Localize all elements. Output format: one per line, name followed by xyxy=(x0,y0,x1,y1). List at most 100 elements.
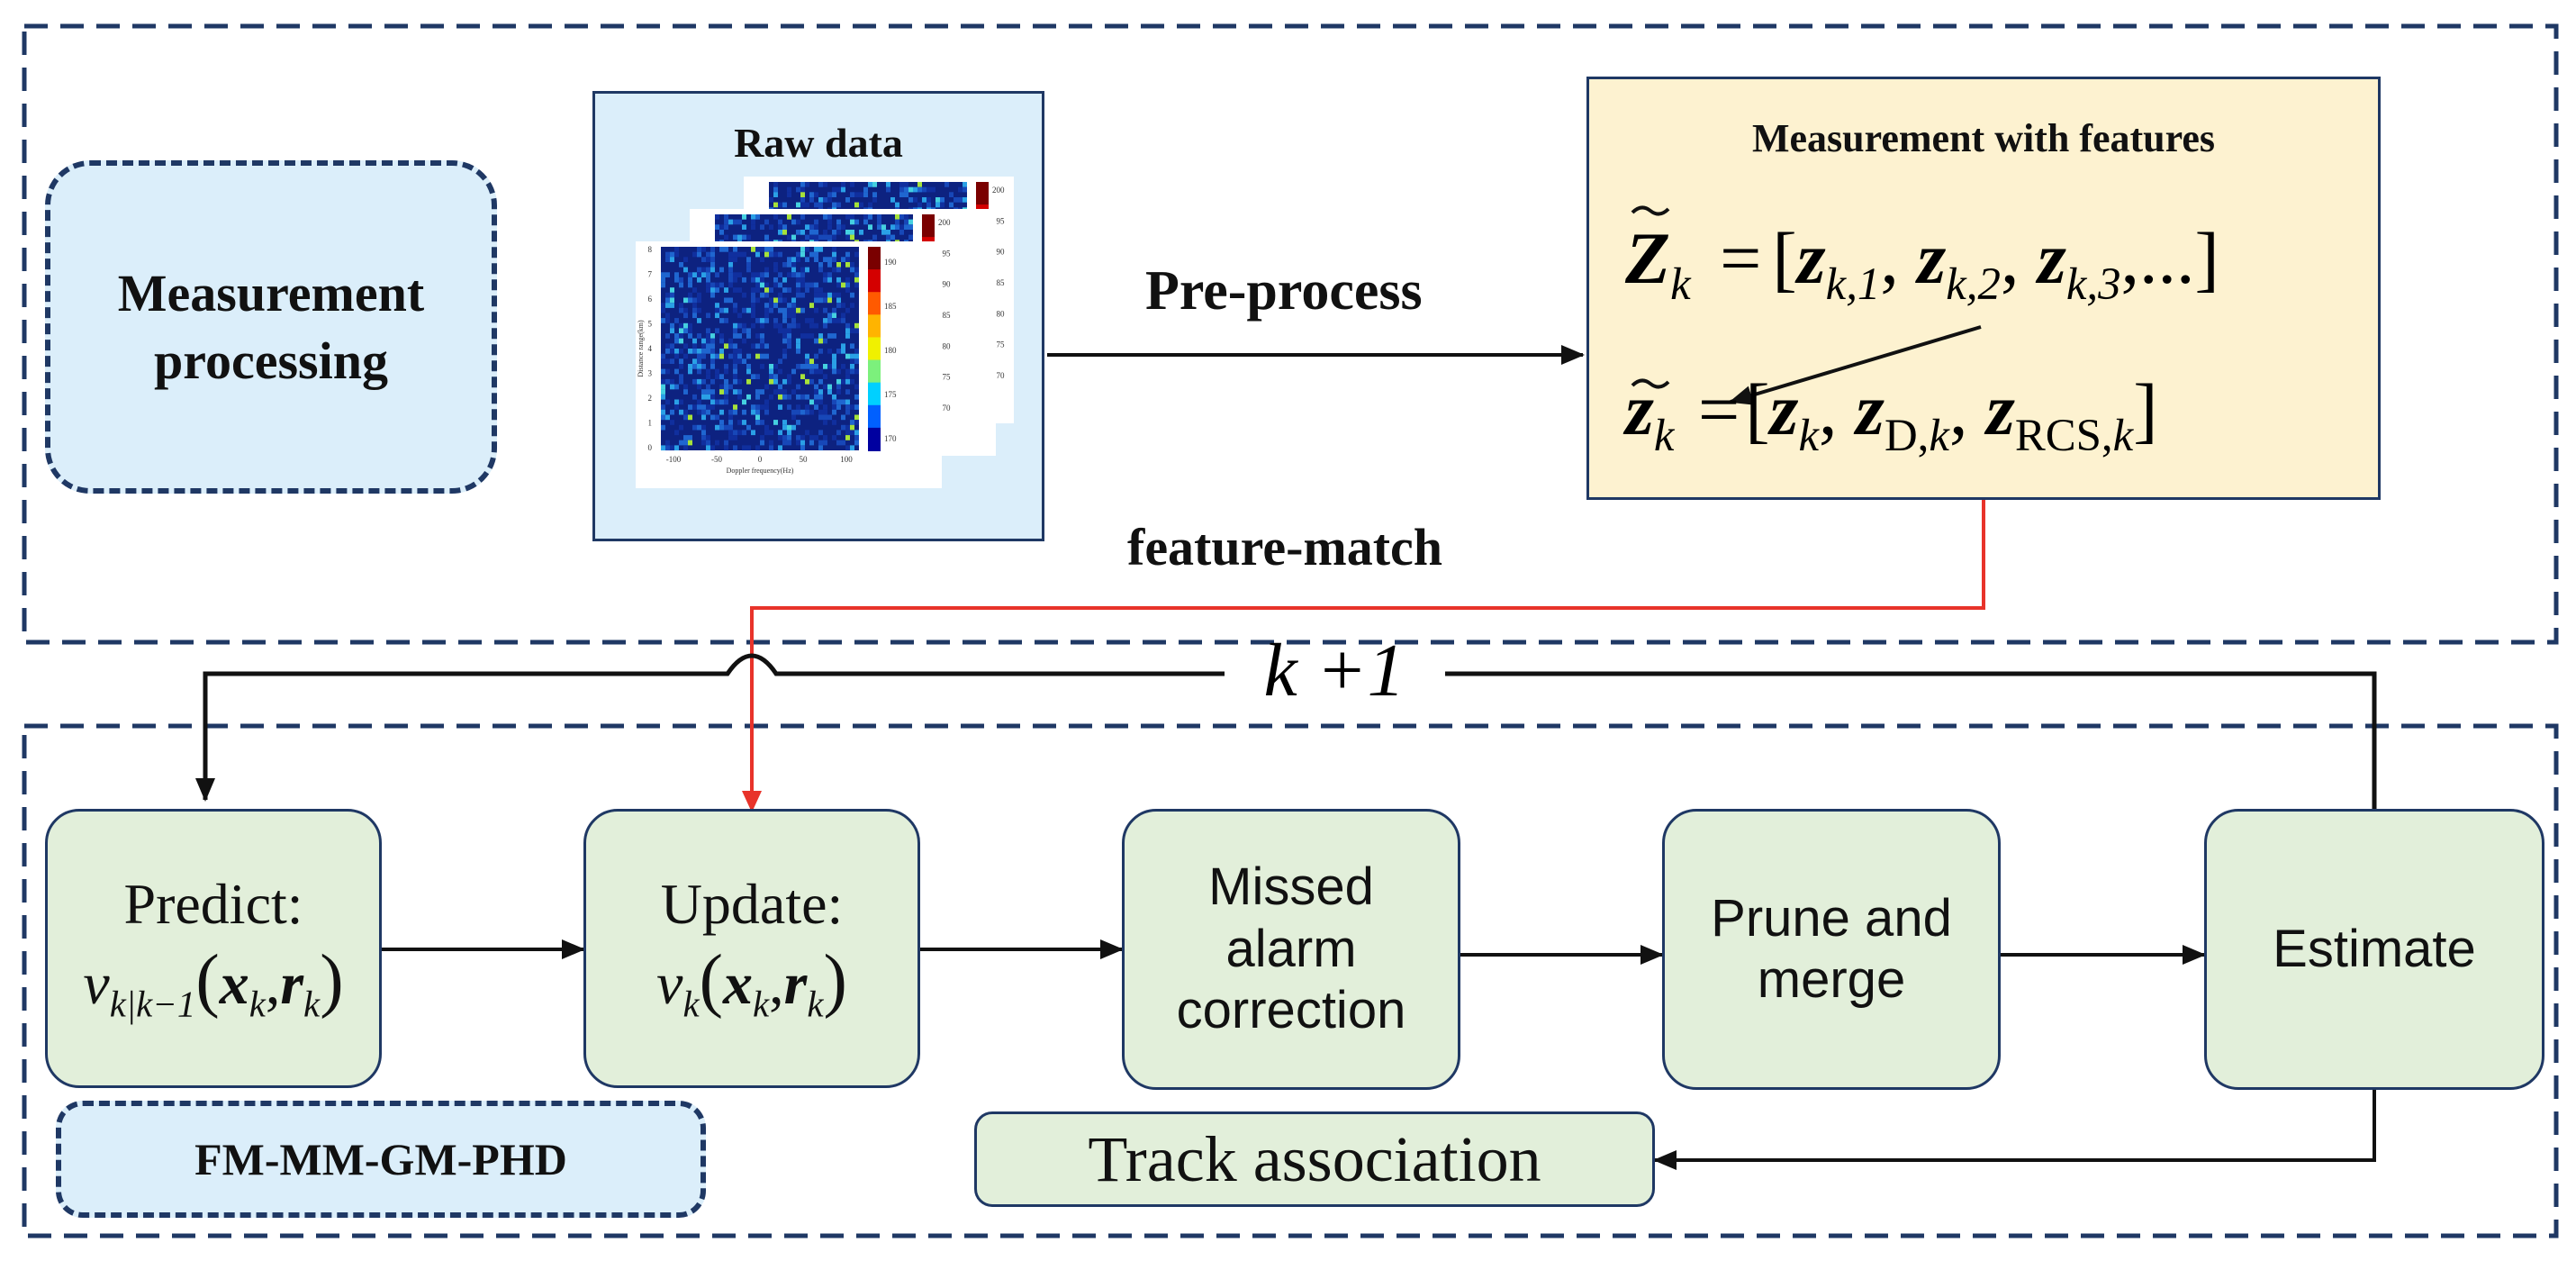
heatmap-cell xyxy=(836,368,841,375)
heatmap-cell xyxy=(661,384,665,390)
heatmap-cell xyxy=(904,219,908,225)
heatmap-cell xyxy=(706,277,710,283)
heatmap-cell xyxy=(823,292,827,298)
colorbar-tick-label: 190 xyxy=(884,258,897,267)
heatmap-cell xyxy=(899,230,904,235)
heatmap-cell xyxy=(809,251,814,258)
heatmap-cell xyxy=(719,389,724,395)
heatmap-cell xyxy=(908,234,913,240)
heatmap-cell xyxy=(769,251,773,258)
heatmap-cell xyxy=(778,297,782,304)
heatmap-cell xyxy=(665,358,670,364)
heatmap-cell xyxy=(715,272,719,277)
heatmap-cell xyxy=(719,318,724,323)
heatmap-cell xyxy=(719,374,724,379)
heatmap-cell xyxy=(701,435,706,440)
heatmap-cell xyxy=(742,399,746,405)
heatmap-cell xyxy=(755,247,760,252)
heatmap-cell xyxy=(737,313,742,319)
heatmap-cell xyxy=(733,287,737,293)
heatmap-cell xyxy=(814,234,818,240)
heatmap-cell xyxy=(778,202,782,208)
heatmap-cell xyxy=(674,349,679,354)
heatmap-cell xyxy=(665,368,670,375)
heatmap-cell xyxy=(665,318,670,323)
heatmap-cell xyxy=(827,257,832,262)
heatmap-cell xyxy=(733,247,737,252)
heatmap-cell xyxy=(701,257,706,262)
heatmap-cell xyxy=(710,349,715,354)
heatmap-cell xyxy=(683,389,688,395)
heatmap-cell xyxy=(755,277,760,283)
heatmap-cell xyxy=(796,277,800,283)
heatmap-cell xyxy=(823,257,827,262)
heatmap-cell xyxy=(805,224,809,230)
heatmap-cell xyxy=(679,333,683,339)
heatmap-cell xyxy=(751,409,755,415)
heatmap-cell xyxy=(787,430,791,436)
heatmap-cell xyxy=(836,262,841,268)
heatmap-cell xyxy=(764,247,769,252)
heatmap-cell xyxy=(679,358,683,364)
heatmap-cell xyxy=(751,214,755,220)
heatmap-cell xyxy=(773,364,778,369)
heatmap-cell xyxy=(832,267,836,273)
heatmap-cell xyxy=(823,297,827,304)
heatmap-cell xyxy=(674,338,679,344)
heatmap-cell xyxy=(782,435,787,440)
heatmap-cell xyxy=(787,374,791,379)
heatmap-cell xyxy=(724,287,728,293)
colorbar-tick-label: 200 xyxy=(938,218,951,227)
heatmap-cell xyxy=(850,404,854,410)
heatmap-cell xyxy=(710,414,715,421)
heatmap-cell xyxy=(836,318,841,323)
heatmap-cell xyxy=(782,394,787,400)
heatmap-cell xyxy=(746,262,751,268)
heatmap-cell xyxy=(751,224,755,230)
colorbar-segment xyxy=(868,314,881,339)
heatmap-cell xyxy=(733,277,737,283)
heatmap-cell xyxy=(818,349,823,354)
heatmap-cell xyxy=(854,192,859,197)
heatmap-cell xyxy=(710,378,715,385)
heatmap-cell xyxy=(719,409,724,415)
heatmap-cell xyxy=(665,349,670,354)
heatmap-cell xyxy=(899,182,904,187)
heatmap-cell xyxy=(787,307,791,313)
heatmap-cell xyxy=(800,282,805,288)
heatmap-cell xyxy=(827,364,832,369)
heatmap-cell xyxy=(688,322,692,329)
heatmap-cell xyxy=(782,224,787,230)
heatmap-cell xyxy=(823,214,827,220)
heatmap-cell xyxy=(719,267,724,273)
heatmap-cell xyxy=(728,251,733,258)
heatmap-cell xyxy=(742,224,746,230)
heatmap-cell xyxy=(841,257,845,262)
heatmap-cell xyxy=(800,333,805,339)
heatmap-cell xyxy=(746,378,751,385)
heatmap-cell xyxy=(850,378,854,385)
heatmap-cell xyxy=(782,353,787,359)
heatmap-cell xyxy=(670,297,674,304)
heatmap-cell xyxy=(841,364,845,369)
heatmap-cell xyxy=(827,219,832,225)
heatmap-cell xyxy=(688,328,692,334)
heatmap-cell xyxy=(778,224,782,230)
heatmap-cell xyxy=(688,277,692,283)
heatmap-cell xyxy=(724,394,728,400)
heatmap-cell xyxy=(778,404,782,410)
heatmap-cell xyxy=(868,224,872,230)
heatmap-cell xyxy=(791,307,796,313)
heatmap-cell xyxy=(674,277,679,283)
heatmap-cell xyxy=(697,307,701,313)
heatmap-cell xyxy=(737,287,742,293)
heatmap-cell xyxy=(688,404,692,410)
heatmap-cell xyxy=(823,440,827,446)
heatmap-cell xyxy=(773,282,778,288)
heatmap-cell xyxy=(800,435,805,440)
heatmap-cell xyxy=(850,353,854,359)
heatmap-cell xyxy=(755,287,760,293)
heatmap-cell xyxy=(778,328,782,334)
heatmap-cell xyxy=(683,353,688,359)
heatmap-cell xyxy=(670,349,674,354)
